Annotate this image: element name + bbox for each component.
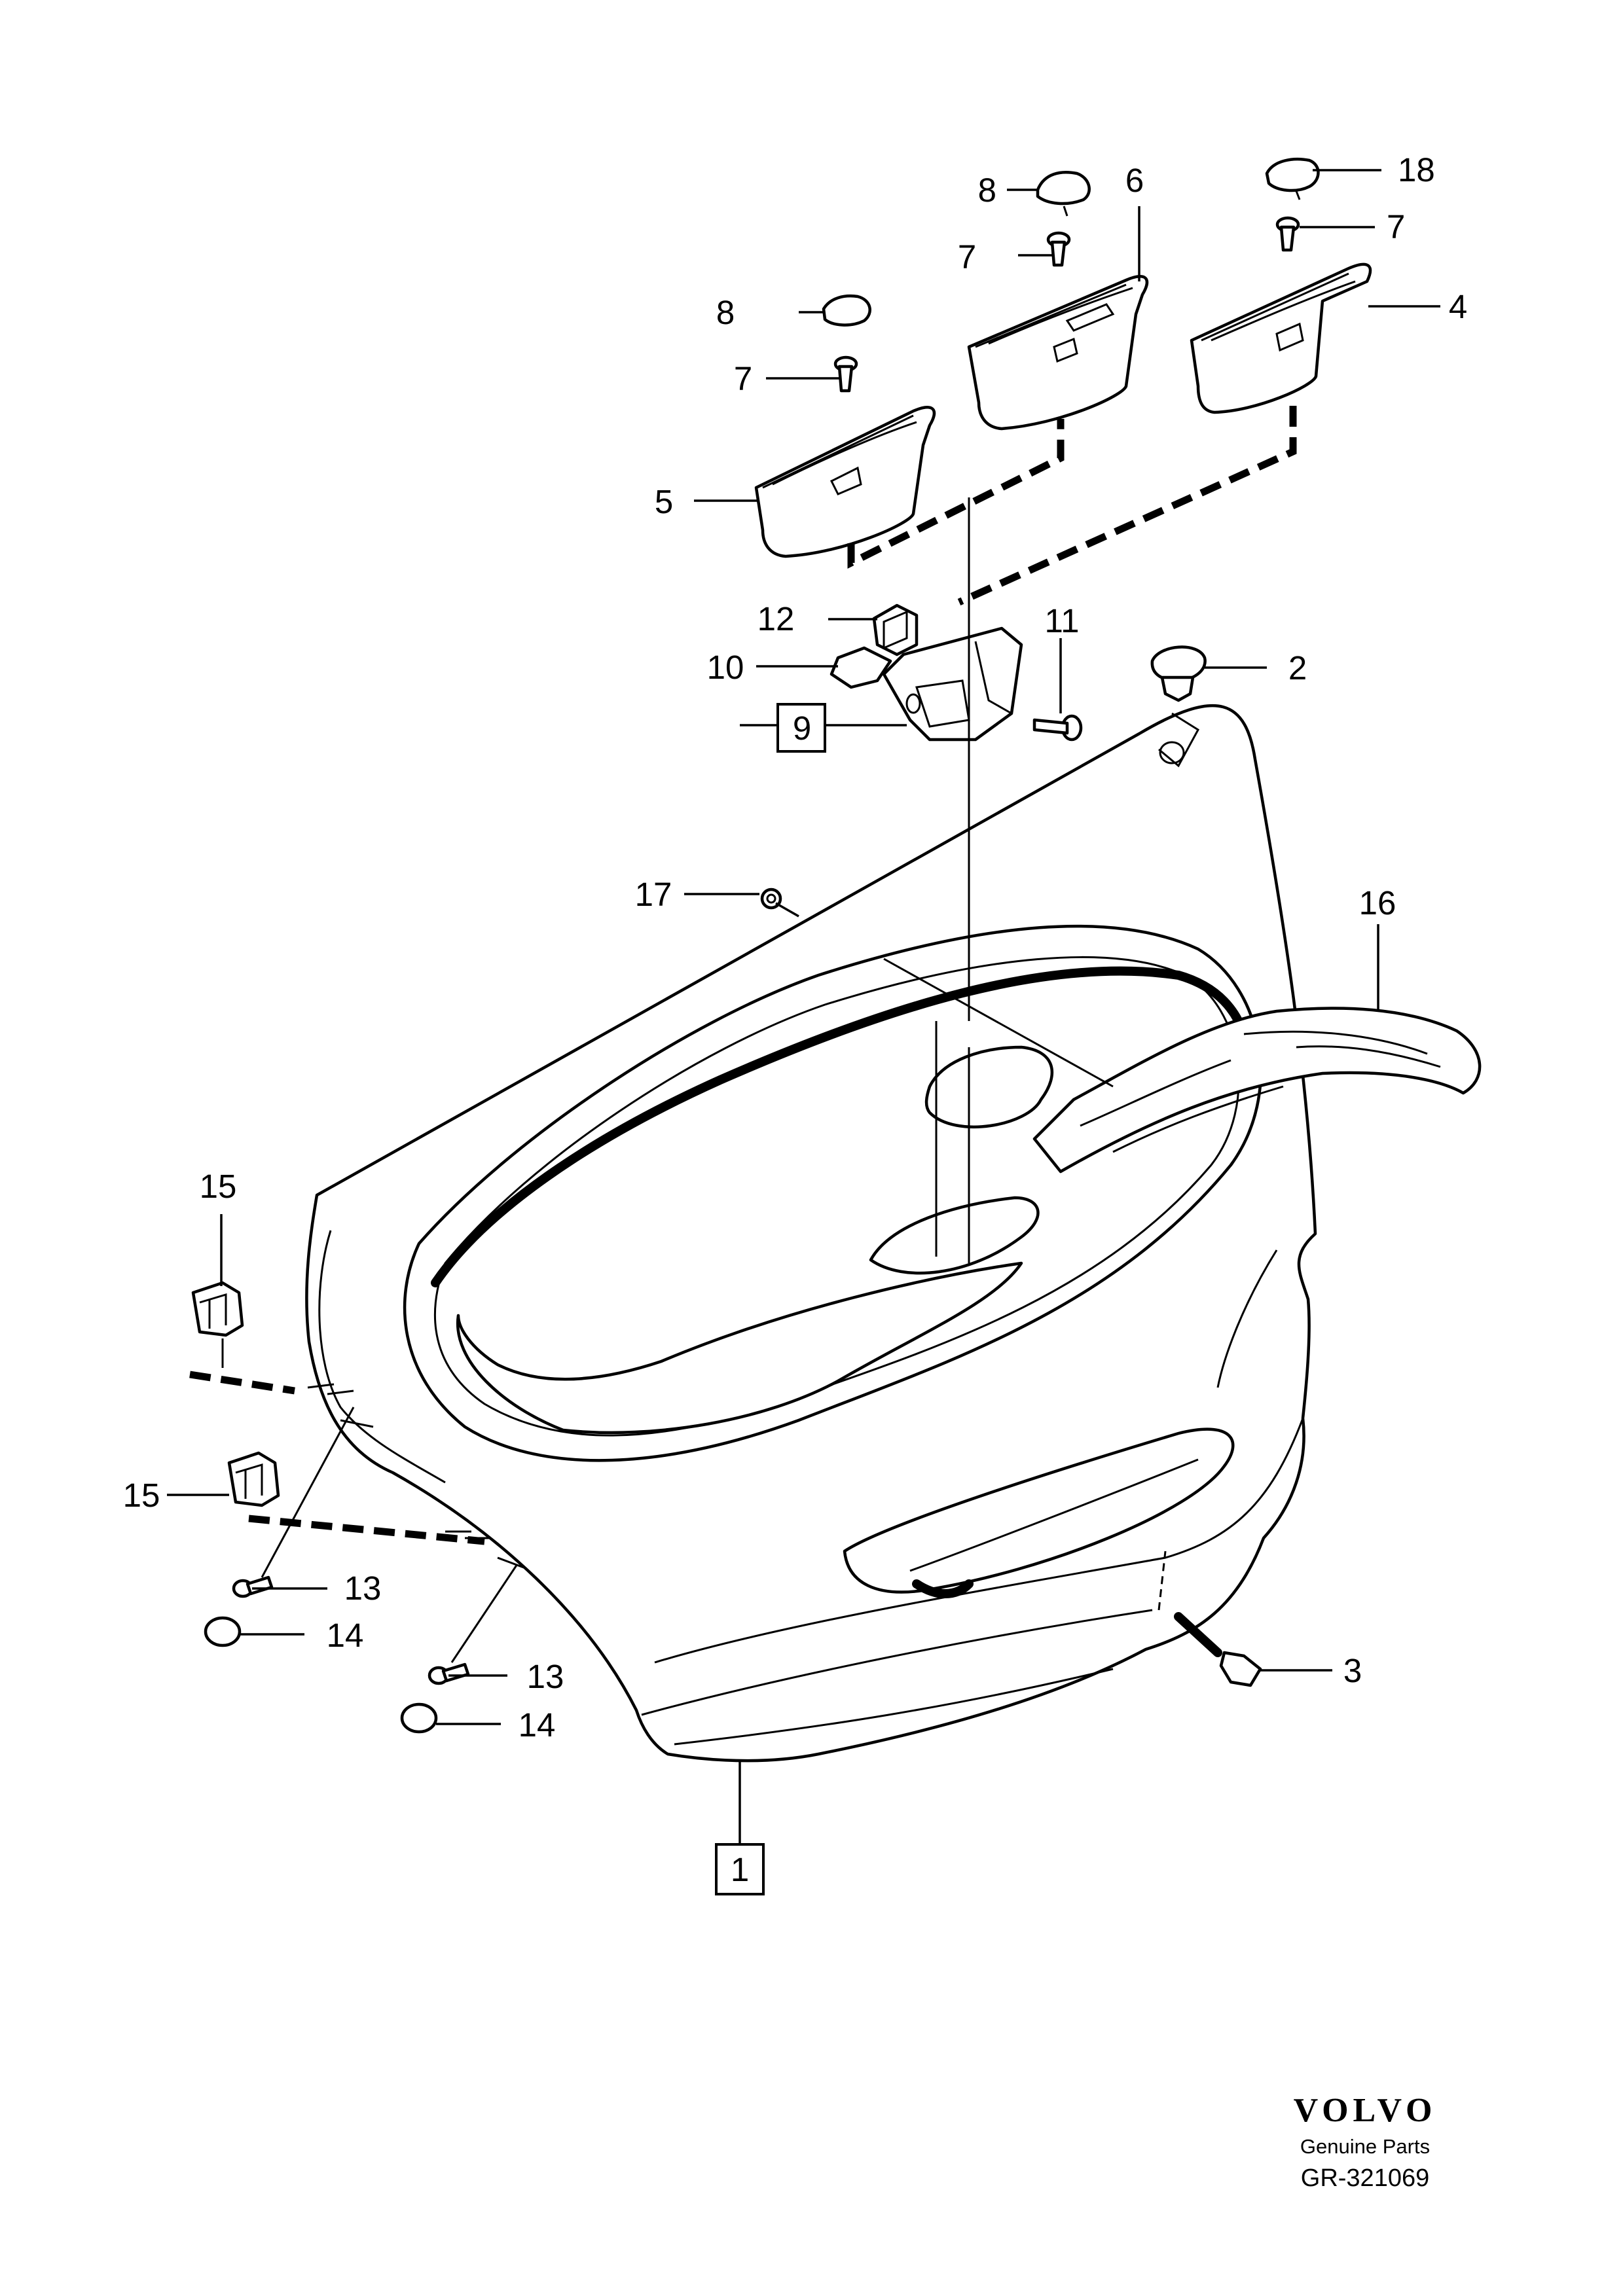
callout-box-1 (715, 1843, 765, 1895)
callout-11: 11 (1045, 602, 1080, 639)
cap-14-right (400, 1702, 438, 1734)
callout-7: 7 (1387, 208, 1405, 245)
callout-7: 7 (734, 360, 752, 397)
cap-14-left (204, 1616, 242, 1647)
cap-8-upper (1036, 171, 1091, 217)
screw-13-right (428, 1662, 470, 1685)
cap-8-lower (822, 295, 871, 327)
callout-14: 14 (327, 1617, 364, 1654)
diagram-reference: GR-321069 (1300, 2164, 1430, 2192)
callout-1: 1 (731, 1851, 749, 1888)
assembly-lines (189, 406, 1297, 1663)
clip-3 (1174, 1612, 1262, 1687)
screw-7-mid (1046, 231, 1071, 267)
callout-3: 3 (1343, 1652, 1362, 1689)
callout-12: 12 (757, 600, 795, 637)
screw-13-left (232, 1575, 274, 1598)
callout-4: 4 (1449, 288, 1467, 325)
callout-16: 16 (1359, 884, 1396, 922)
callout-10: 10 (707, 649, 744, 686)
switch-panel-6 (967, 275, 1149, 431)
callout-labels: 18 8 6 7 7 8 4 7 5 12 11 10 2 9 17 16 15… (123, 151, 1468, 1888)
callout-14: 14 (519, 1706, 556, 1744)
callout-15: 15 (200, 1168, 237, 1205)
brand-subtitle: Genuine Parts (1300, 2135, 1431, 2158)
callout-18: 18 (1398, 151, 1435, 188)
callout-6: 6 (1125, 162, 1144, 199)
callout-13: 13 (527, 1658, 564, 1695)
clip-15-upper (191, 1281, 244, 1337)
clip-15-lower (227, 1451, 280, 1507)
bracket-assembly (830, 603, 1083, 742)
callout-5: 5 (655, 483, 673, 520)
door-trim-panel (305, 704, 1317, 1763)
callout-box-9 (776, 703, 826, 753)
callout-15: 15 (123, 1477, 160, 1514)
callout-13: 13 (344, 1570, 382, 1607)
leader-lines (167, 169, 1440, 1844)
screw-7-left (833, 355, 858, 393)
clip-2 (1150, 645, 1207, 768)
callout-9: 9 (793, 709, 811, 747)
switch-panel-4 (1190, 262, 1372, 414)
callout-7: 7 (958, 238, 976, 276)
callout-17: 17 (635, 876, 672, 913)
brand-logo-text: VOLVO (1293, 2092, 1437, 2129)
decor-trim-strip (1032, 1007, 1482, 1174)
callout-2: 2 (1288, 649, 1307, 687)
callout-8: 8 (716, 294, 735, 331)
screw-7-right (1275, 216, 1300, 252)
callout-8: 8 (978, 171, 996, 209)
switch-panel-5 (754, 406, 936, 558)
cap-18 (1265, 157, 1320, 200)
